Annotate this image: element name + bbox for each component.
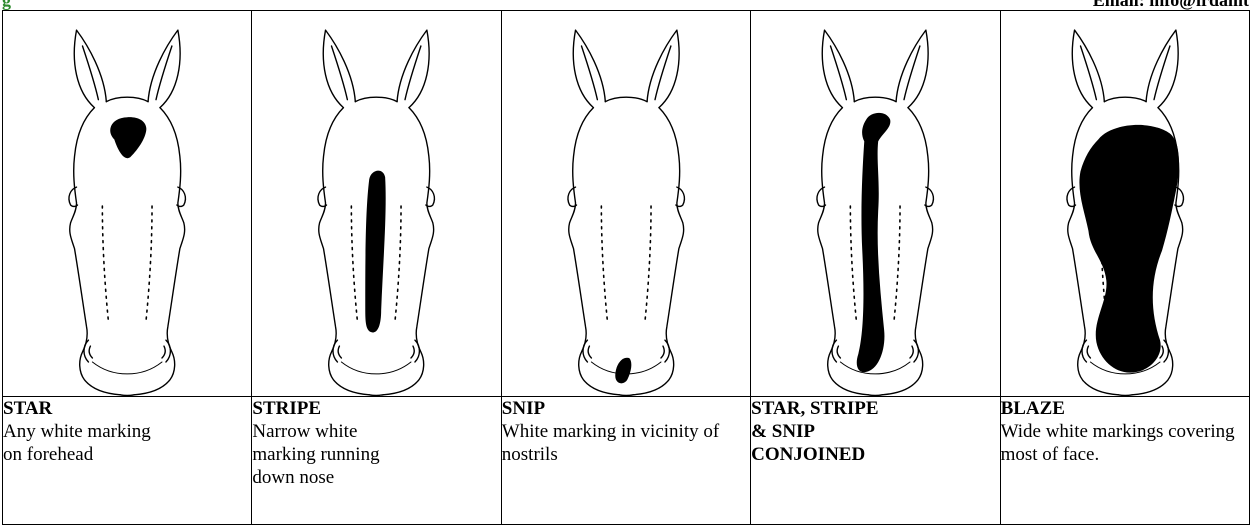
snip-illustration-cell [501, 11, 750, 397]
star-stripe-snip-description-cell: STAR, STRIPE & SNIP CONJOINED [751, 397, 1000, 525]
stripe-marking [366, 171, 386, 333]
star-stripe-snip-horse-head-illustration [751, 11, 999, 396]
blaze-description-cell: BLAZE Wide white markings covering most … [1000, 397, 1249, 525]
blaze-illustration-cell [1000, 11, 1249, 397]
snip-marking-description: White marking in vicinity of nostrils [502, 420, 750, 466]
illustration-row [3, 11, 1250, 397]
stripe-marking-name: STRIPE [252, 397, 500, 420]
snip-marking-name: SNIP [502, 397, 750, 420]
blaze-marking [1079, 125, 1179, 373]
blaze-horse-head-illustration [1001, 11, 1249, 396]
star-marking-description: Any white marking on forehead [3, 420, 153, 466]
horse-markings-table: STAR Any white marking on forehead STRIP… [2, 10, 1250, 525]
star-horse-head-illustration [3, 11, 251, 396]
stripe-description-cell: STRIPE Narrow white marking running down… [252, 397, 501, 525]
header-left-fragment: g [2, 0, 11, 9]
blaze-marking-description: Wide white markings covering most of fac… [1001, 420, 1249, 466]
star-marking [110, 117, 146, 158]
star-description-cell: STAR Any white marking on forehead [3, 397, 252, 525]
star-stripe-snip-illustration-cell [751, 11, 1000, 397]
stripe-illustration-cell [252, 11, 501, 397]
snip-marking [615, 358, 631, 384]
star-marking-name: STAR [3, 397, 251, 420]
star-stripe-snip-marking [857, 113, 891, 372]
header-email-fragment: Email: info@irdamt [1093, 0, 1249, 9]
description-row: STAR Any white marking on forehead STRIP… [3, 397, 1250, 525]
star-illustration-cell [3, 11, 252, 397]
blaze-marking-name: BLAZE [1001, 397, 1249, 420]
snip-horse-head-illustration [502, 11, 750, 396]
star-stripe-snip-marking-name: STAR, STRIPE & SNIP CONJOINED [751, 397, 881, 466]
stripe-horse-head-illustration [252, 11, 500, 396]
snip-description-cell: SNIP White marking in vicinity of nostri… [501, 397, 750, 525]
stripe-marking-description: Narrow white marking running down nose [252, 420, 402, 489]
